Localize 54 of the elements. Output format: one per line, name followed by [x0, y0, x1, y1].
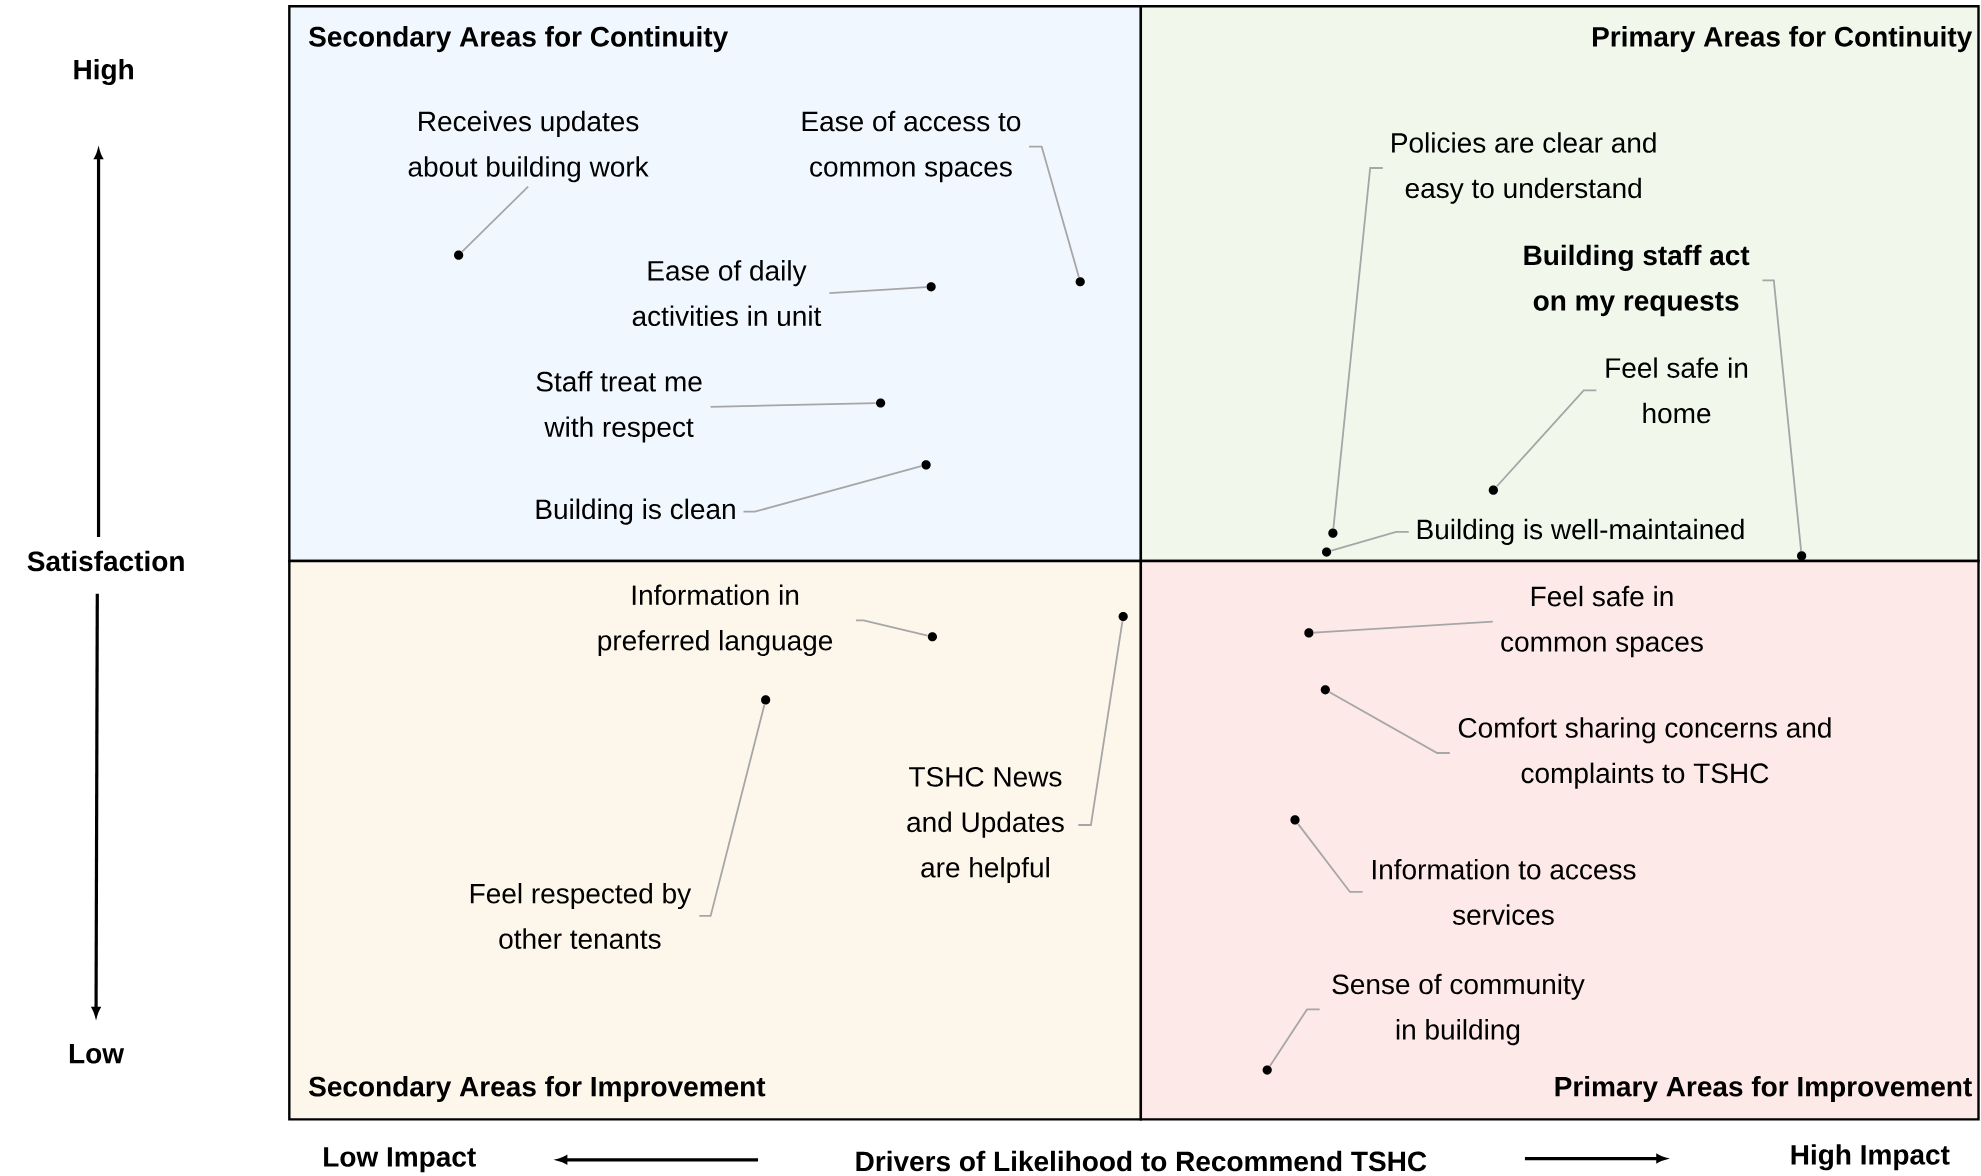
- point-label: Information in preferred language: [598, 584, 833, 656]
- leader-line: [1077, 620, 1124, 826]
- data-point: [1328, 528, 1338, 538]
- point-label: Building is clean: [536, 498, 735, 525]
- leader-line: [698, 703, 766, 917]
- leader-line: [461, 185, 529, 253]
- point-label: Feel safe in home: [1606, 357, 1748, 424]
- leader-line: [742, 465, 923, 513]
- leader-line: [1761, 279, 1802, 552]
- point-label: Comfort sharing concerns and complaints to TSHC: [1458, 717, 1831, 789]
- data-point: [1488, 485, 1498, 495]
- leader-line: [1332, 167, 1384, 529]
- data-point: [921, 460, 931, 470]
- data-point: [926, 282, 936, 292]
- leader-line: [1495, 389, 1598, 488]
- leader-line: [1028, 145, 1080, 278]
- point-label: Receives updates about building work: [408, 110, 649, 183]
- point-label: Feel respected by other tenants: [470, 882, 692, 949]
- leader-line: [1269, 1008, 1321, 1067]
- data-point: [1304, 628, 1314, 638]
- data-point: [1320, 685, 1330, 695]
- axis-label: High Impact: [1785, 1140, 1954, 1175]
- data-point: [454, 250, 464, 260]
- leader-line: [1328, 691, 1451, 754]
- leader-line: [828, 286, 928, 294]
- leader-line: [855, 619, 929, 637]
- leader-line: [1297, 822, 1364, 893]
- point-label: Staff treat me with respect: [536, 371, 702, 443]
- axis-label: High: [68, 54, 139, 89]
- point-label: Feel safe in common spaces: [1501, 585, 1703, 658]
- point-label: Building is well-maintained: [1417, 518, 1744, 545]
- point-label: Building staff act on my requests: [1524, 244, 1750, 317]
- leader-line: [709, 402, 877, 408]
- data-point: [1262, 1065, 1272, 1075]
- point-label: Sense of community in building: [1332, 973, 1585, 1046]
- data-point: [1118, 611, 1128, 622]
- point-label: Ease of access to common spaces: [802, 110, 1021, 183]
- leader-line: [1313, 620, 1494, 634]
- point-label: Policies are clear and easy to understand: [1392, 132, 1656, 204]
- data-point: [927, 632, 937, 642]
- axis-label: Drivers of Likelihood to Recommend TSHC: [850, 1146, 1432, 1176]
- point-label: Information to access services: [1372, 858, 1636, 925]
- data-point: [876, 398, 886, 408]
- data-point: [1797, 551, 1807, 561]
- point-label: TSHC News and Updates are helpful: [907, 766, 1064, 883]
- axis-label: Satisfaction: [22, 546, 190, 576]
- data-point: [1290, 815, 1300, 825]
- axis-label: Low Impact: [318, 1143, 481, 1176]
- data-point: [1322, 547, 1332, 557]
- data-point: [761, 695, 771, 705]
- data-point: [1075, 277, 1085, 287]
- axis-label: Low: [64, 1039, 128, 1068]
- leader-line: [1330, 530, 1410, 552]
- point-label: Ease of daily activities in unit: [632, 260, 822, 326]
